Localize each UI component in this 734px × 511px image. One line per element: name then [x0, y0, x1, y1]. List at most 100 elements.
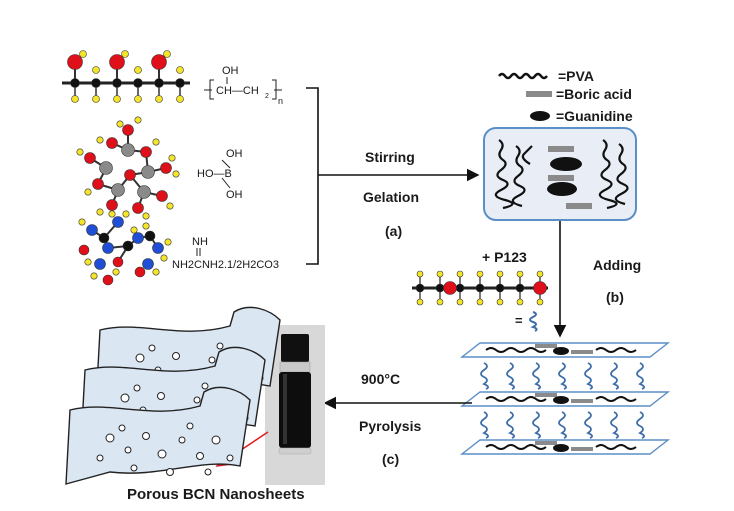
oxygen-atom: [134, 266, 146, 278]
oxygen-atom: [92, 178, 104, 190]
hydrogen-atom: [476, 298, 484, 306]
guan-main-text: NH2CNH2.1/2H2CO3: [172, 259, 279, 271]
pyrolysis-label: Pyrolysis: [359, 418, 421, 434]
adding-label: Adding: [593, 257, 641, 273]
pore: [96, 454, 104, 462]
hydrogen-atom: [516, 270, 524, 278]
p123-coil: [532, 362, 541, 390]
hydrogen-atom: [112, 268, 120, 276]
pore: [172, 352, 180, 360]
oxygen-atom: [84, 152, 96, 164]
reactants-bracket: [306, 87, 319, 265]
boric-acid-mark: [535, 393, 557, 397]
pva-chain: [595, 444, 637, 450]
hydrogen-atom: [122, 210, 130, 218]
boric-ho-text: HO—B: [197, 168, 232, 180]
hydrogen-atom: [134, 116, 142, 124]
nitrogen-atom: [94, 258, 106, 270]
hydrogen-atom: [436, 270, 444, 278]
pva-chain: [485, 444, 547, 450]
pore: [216, 342, 224, 350]
oxygen-atom: [112, 256, 124, 268]
p123-coil: [558, 362, 567, 390]
pva-chain: [595, 396, 637, 402]
carbon-atom: [495, 283, 505, 293]
boric-acid-mark: [535, 344, 557, 348]
hydrogen-atom: [116, 120, 124, 128]
p123-molecule: [412, 270, 548, 306]
hydrogen-atom: [92, 95, 100, 103]
hydrogen-atom: [142, 212, 150, 220]
oxygen-atom: [443, 281, 457, 295]
boric-acid-mark: [571, 399, 593, 403]
pva-legend-icon: [498, 72, 548, 80]
hydrogen-atom: [496, 298, 504, 306]
hydrogen-atom: [92, 66, 100, 74]
oxygen-atom: [78, 244, 90, 256]
oxygen-atom: [156, 190, 168, 202]
guanidine-legend-label: =Guanidine: [556, 108, 633, 124]
gelation-label: Gelation: [363, 189, 419, 205]
p123-coil: [558, 411, 567, 439]
carbon-atom: [91, 78, 101, 88]
guanidine-mark: [553, 396, 569, 404]
hydrogen-atom: [76, 148, 84, 156]
product-title: Porous BCN Nanosheets: [127, 486, 305, 503]
temperature-label: 900°C: [361, 371, 400, 387]
carbon-atom: [415, 283, 425, 293]
guanidine-formula: NH NH2CNH2.1/2H2CO3: [172, 236, 279, 271]
pore: [201, 382, 209, 390]
pore: [142, 432, 150, 440]
guanidine-mark: [553, 347, 569, 355]
guan-nh-text: NH: [192, 236, 208, 248]
pva-molecule: [62, 50, 190, 103]
p123-coil: [506, 362, 515, 390]
boron-atom: [137, 185, 151, 199]
p123-coil-icon: [529, 311, 538, 332]
nitrogen-atom: [132, 232, 144, 244]
nanosheet: [65, 386, 251, 485]
legend: =PVA =Boric acid =Guanidine: [498, 68, 633, 124]
pore: [208, 356, 216, 364]
oxygen-atom: [122, 124, 134, 136]
hydrogen-atom: [456, 270, 464, 278]
p123-coil: [610, 411, 619, 439]
oxygen-atom: [160, 162, 172, 174]
pore: [157, 392, 165, 400]
oxygen-atom: [106, 199, 118, 211]
hydrogen-atom: [164, 238, 172, 246]
hydrogen-atom: [113, 95, 121, 103]
boron-atom: [111, 183, 125, 197]
pore: [135, 353, 145, 363]
gel-box: [483, 127, 637, 221]
pva-chain: [485, 396, 547, 402]
hydrogen-atom: [155, 95, 163, 103]
pore: [130, 464, 138, 472]
nitrogen-atom: [112, 216, 124, 228]
oxygen-atom: [140, 146, 152, 158]
guanidine-molecule: [78, 210, 172, 286]
hydrogen-atom: [176, 66, 184, 74]
nitrogen-atom: [86, 224, 98, 236]
hydrogen-atom: [78, 218, 86, 226]
nitrogen-atom: [142, 258, 154, 270]
hydrogen-atom: [168, 154, 176, 162]
pore: [120, 393, 130, 403]
boric-acid-formula: OH HO—B OH: [197, 148, 243, 201]
hydrogen-atom: [536, 298, 544, 306]
carbon-atom: [475, 283, 485, 293]
hydrogen-atom: [160, 254, 168, 262]
pore: [186, 422, 194, 430]
oxygen-atom: [109, 54, 125, 70]
nitrogen-atom: [102, 242, 114, 254]
pore: [211, 435, 221, 445]
hydrogen-atom: [476, 270, 484, 278]
hydrogen-atom: [84, 258, 92, 266]
hydrogen-atom: [130, 226, 138, 234]
pva-formula: OH CH—CH 2 n: [204, 65, 283, 106]
hydrogen-atom: [152, 268, 160, 276]
pore: [196, 452, 204, 460]
hydrogen-atom: [163, 50, 171, 58]
hydrogen-atom: [166, 202, 174, 210]
